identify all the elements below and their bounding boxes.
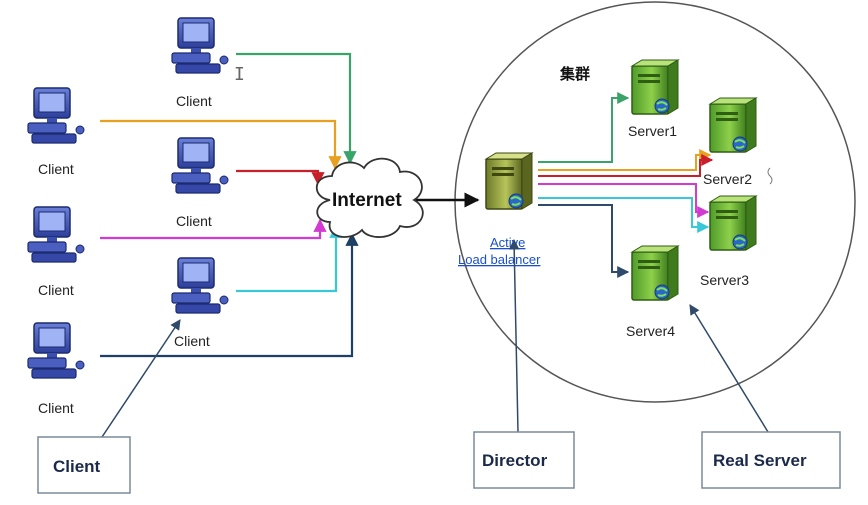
cluster-boundary (454, 1, 856, 403)
text-cursor-icon: I (234, 64, 245, 85)
server3-link-magenta (538, 183, 710, 218)
computer-icon (171, 257, 229, 314)
client-link-red (236, 169, 325, 186)
client-link-cyan (236, 224, 343, 293)
real-server-callout: Real Server (701, 431, 841, 489)
server2-label: Server2 (703, 171, 752, 187)
client-node: Client (27, 206, 85, 298)
director-node (485, 152, 533, 210)
client-link-navy (100, 232, 359, 358)
server4-link (538, 204, 630, 278)
real-server-callout-label: Real Server (713, 451, 807, 470)
computer-icon (171, 17, 229, 74)
client-label: Client (176, 93, 212, 109)
server-node (631, 59, 679, 115)
server4-label: Server4 (626, 323, 675, 339)
director-lb-label: Load balancer (458, 252, 541, 267)
client-label: Client (38, 282, 74, 298)
client-links (100, 52, 359, 358)
server2-link-red (538, 154, 714, 177)
server-icon (709, 97, 757, 153)
server3-link-cyan (538, 197, 710, 233)
client-link-magenta (100, 218, 327, 240)
real-server-callout-pointer (689, 304, 769, 433)
client-node: Client (171, 137, 229, 229)
client-node: Client (27, 87, 85, 177)
client-label: Client (38, 400, 74, 416)
computer-icon (171, 137, 229, 194)
server1-label: Server1 (628, 123, 677, 139)
server-icon (631, 245, 679, 301)
computer-icon (27, 87, 85, 144)
client-node: Client (171, 17, 229, 109)
client-label: Client (174, 333, 210, 349)
squiggle-mark (767, 167, 773, 185)
server3-label: Server3 (700, 272, 749, 288)
server-node (709, 195, 757, 251)
server-links (538, 92, 714, 278)
computer-icon (27, 206, 85, 263)
server1-link (538, 92, 630, 163)
server-icon (631, 59, 679, 115)
internet-label: Internet (332, 190, 402, 211)
client-node: Client (171, 257, 229, 349)
director-active-label: Active (490, 235, 525, 250)
director-callout-label: Director (482, 451, 548, 470)
internet-cloud: Internet (315, 157, 424, 238)
client-icons: Client Client Client Client Client Clien… (27, 17, 229, 416)
director-callout: Director (473, 431, 575, 489)
server-icon (485, 152, 533, 210)
client-node: Client (27, 322, 85, 416)
client-link-orange (100, 119, 342, 170)
client-label: Client (176, 213, 212, 229)
client-callout: Client (37, 436, 131, 494)
client-label: Client (38, 161, 74, 177)
server-icon (709, 195, 757, 251)
computer-icon (27, 322, 85, 379)
client-callout-pointer (95, 319, 181, 447)
server-node (709, 97, 757, 153)
director-callout-pointer (508, 238, 520, 433)
client-callout-label: Client (53, 457, 101, 476)
cluster-title: 集群 (559, 65, 590, 83)
server-node (631, 245, 679, 301)
client-link-green (236, 52, 357, 165)
real-servers: Server1 Server2 Server3 Server4 (626, 59, 757, 339)
